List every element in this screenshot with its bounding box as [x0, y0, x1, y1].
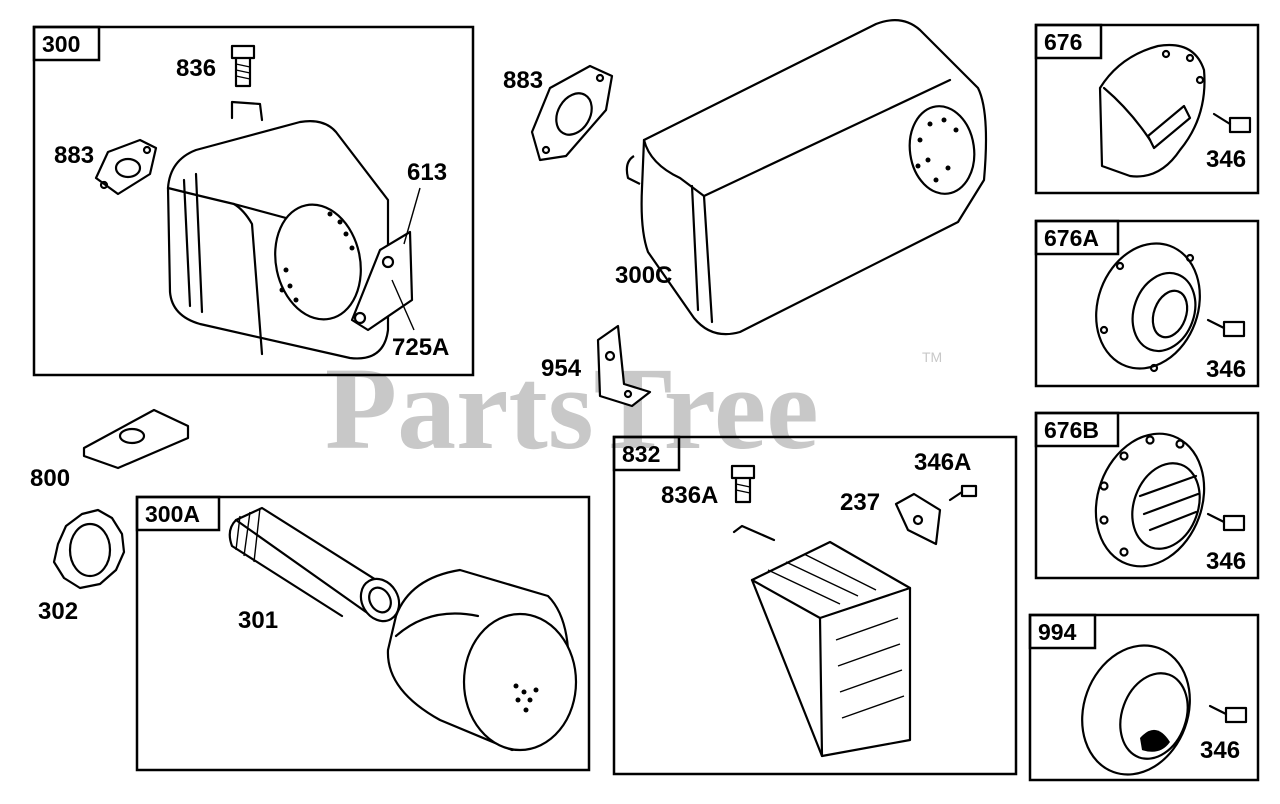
screw-676B-icon[interactable] [1206, 512, 1246, 532]
deflector-676B-icon[interactable] [1078, 418, 1222, 581]
group-832-tag-box [612, 435, 681, 472]
leader-725A [391, 279, 415, 331]
group-300-frame [32, 25, 475, 377]
group-300A-tag: 300A [145, 501, 200, 527]
group-300A-frame [135, 495, 591, 772]
label-301: 301 [238, 607, 278, 634]
label-954: 954 [541, 355, 582, 382]
group-676B-frame [1034, 411, 1260, 580]
group-994[interactable]: 994 346 [1028, 613, 1260, 790]
group-676-frame [1034, 23, 1260, 195]
screw-676-icon[interactable] [1212, 112, 1252, 134]
watermark-trademark: TM [922, 349, 942, 365]
gasket-883-top-icon[interactable] [530, 64, 614, 162]
bracket-954-icon[interactable] [596, 324, 652, 408]
clip-237-icon[interactable] [894, 492, 942, 546]
label-836: 836 [176, 55, 216, 82]
group-300A[interactable]: 300A 301 [135, 495, 591, 772]
group-676A-frame [1034, 219, 1260, 388]
plate-800-icon[interactable] [82, 408, 190, 470]
muffler-300C-icon[interactable] [625, 19, 988, 336]
group-994-frame [1028, 613, 1260, 782]
label-346A: 346A [914, 449, 971, 476]
label-346-676: 346 [1206, 146, 1246, 173]
group-676[interactable]: 676 346 [1034, 23, 1260, 195]
gasket-883-icon[interactable] [94, 138, 158, 196]
screw-346A-icon[interactable] [948, 484, 978, 502]
group-994-tag-box [1028, 613, 1097, 650]
watermark-brand: PartsTree [325, 343, 819, 474]
group-676A-tag: 676A [1044, 225, 1099, 251]
group-994-tag: 994 [1038, 619, 1077, 645]
muffler-300A-icon[interactable] [386, 568, 578, 752]
group-832-frame [612, 435, 1018, 776]
label-800: 800 [30, 465, 70, 492]
label-346-676B: 346 [1206, 548, 1246, 575]
group-676-tag-box [1034, 23, 1103, 60]
group-676-tag: 676 [1044, 29, 1082, 55]
group-676B-tag-box [1034, 411, 1120, 448]
bolt-836A-icon[interactable] [730, 464, 756, 504]
label-725A: 725A [392, 334, 449, 361]
deflector-994-icon[interactable] [1065, 630, 1208, 790]
deflector-676-icon[interactable] [1098, 43, 1206, 178]
bracket-725A-icon[interactable] [350, 230, 414, 332]
group-832[interactable]: 832 836A 346A 237 [612, 435, 1018, 776]
label-883-left: 883 [54, 142, 94, 169]
deflector-676A-icon[interactable] [1079, 229, 1217, 383]
group-300-tag-box [32, 25, 101, 62]
group-300-tag: 300 [42, 31, 80, 57]
muffler-300-icon[interactable] [166, 100, 390, 360]
label-300C: 300C [615, 262, 672, 289]
group-300A-tag-box [135, 495, 221, 532]
group-676B[interactable]: 676B 346 [1034, 411, 1260, 582]
label-302: 302 [38, 598, 78, 625]
label-883-top: 883 [503, 67, 543, 94]
label-836A: 836A [661, 482, 718, 509]
group-300[interactable]: 300 836 883 [32, 25, 475, 377]
screw-994-icon[interactable] [1208, 704, 1248, 724]
screw-676A-icon[interactable] [1206, 318, 1246, 338]
label-346-994: 346 [1200, 737, 1240, 764]
group-676A[interactable]: 676A 346 [1034, 219, 1260, 388]
group-676A-tag-box [1034, 219, 1120, 256]
group-832-tag: 832 [622, 441, 660, 467]
washer-302-icon[interactable] [52, 508, 126, 590]
leader-613 [403, 187, 421, 245]
label-346-676A: 346 [1206, 356, 1246, 383]
group-676B-tag: 676B [1044, 417, 1099, 443]
pipe-301-icon[interactable] [228, 506, 407, 628]
heat-shield-832-icon[interactable] [732, 524, 912, 758]
label-237: 237 [840, 489, 880, 516]
label-613: 613 [407, 159, 447, 186]
bolt-836-icon[interactable] [230, 44, 256, 88]
